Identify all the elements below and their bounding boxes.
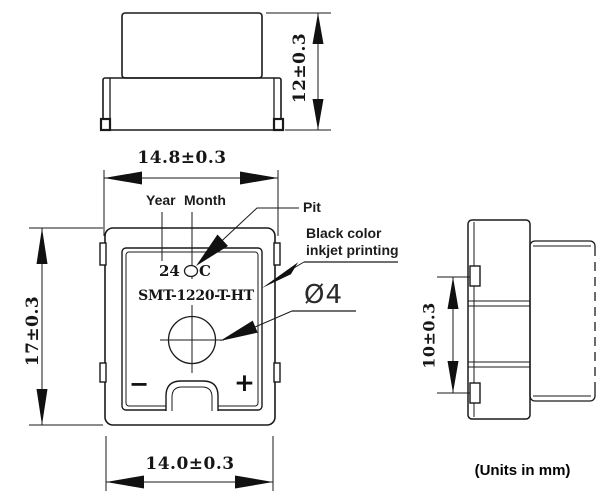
dim-height-17 (29, 227, 103, 426)
marking-polarity-positive: + (234, 368, 255, 397)
terminal-notch-bottom (469, 382, 481, 404)
marking-year-code: 24 (159, 262, 180, 280)
dim-height-12 (266, 12, 331, 131)
terminal-notch-top (469, 265, 481, 287)
label-inkjet-line2: inkjet printing (306, 242, 399, 258)
dim-width-140 (105, 436, 274, 491)
dim-bottom-width: 14.0±0.3 (145, 454, 235, 474)
marking-model: SMT-1220-T-HT (138, 288, 254, 304)
front-view-features (160, 212, 224, 373)
marking-polarity-negative: − (129, 370, 150, 398)
label-hole-diameter: Ø4 (304, 280, 344, 310)
side-view-outline (467, 219, 596, 420)
dim-terminal-pitch: 10±0.3 (419, 302, 439, 369)
dim-width-148 (103, 170, 279, 236)
units-note: (Units in mm) (474, 462, 571, 479)
top-view-outline (99, 12, 285, 132)
pit-mark (183, 264, 199, 278)
dim-front-height: 17±0.3 (23, 295, 43, 367)
dim-top-width: 14.8±0.3 (137, 148, 227, 168)
label-year: Year (146, 192, 176, 208)
dim-component-height: 12±0.3 (290, 32, 310, 104)
marking-month-code: C (199, 262, 211, 280)
front-view-outline (99, 227, 281, 426)
label-pit: Pit (303, 199, 321, 215)
label-inkjet-line1: Black color (306, 225, 382, 241)
leader-lines (196, 207, 398, 341)
dim-terminal-10 (437, 276, 470, 394)
label-month: Month (184, 192, 226, 208)
